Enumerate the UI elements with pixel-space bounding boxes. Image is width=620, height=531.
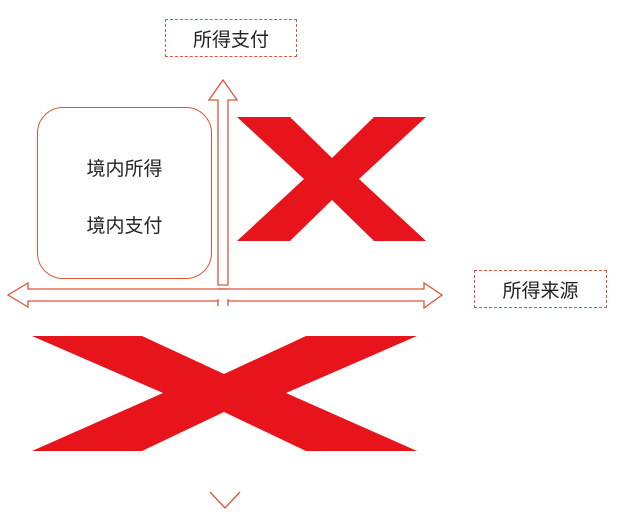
quadrant-text-income: 境内所得 <box>86 158 163 180</box>
horizontal-axis-arrow <box>6 281 444 310</box>
chevron-down-icon <box>209 491 241 509</box>
cross-mark-icon <box>32 336 417 451</box>
vertical-axis-label: 所得支付 <box>165 19 297 57</box>
cross-mark-icon <box>237 117 426 241</box>
vertical-axis-arrow <box>207 78 239 286</box>
horizontal-axis-label: 所得来源 <box>474 270 607 308</box>
quadrant-box: 境内所得 境内支付 <box>37 107 212 279</box>
quadrant-text-payment: 境内支付 <box>86 215 163 237</box>
